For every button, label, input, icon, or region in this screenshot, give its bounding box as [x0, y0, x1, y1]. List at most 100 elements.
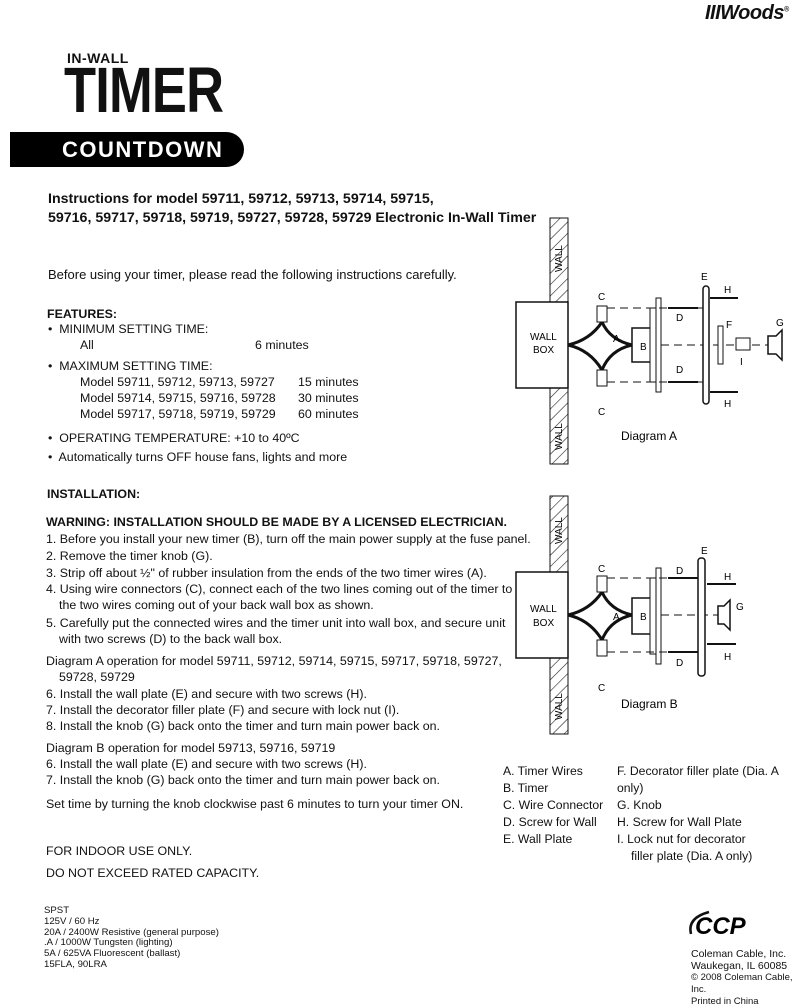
step: 7. Install the decorator filler plate (F…	[46, 703, 400, 717]
wire-connector	[596, 369, 608, 387]
max-row-time: 15 minutes	[298, 375, 359, 389]
legend-left: A. Timer Wires B. Timer C. Wire Connecto…	[503, 763, 603, 848]
ccp-logo-text: CCP	[695, 913, 747, 940]
lock-nut	[735, 337, 751, 351]
diagram-b-operation: Diagram B operation for model 59713, 597…	[46, 741, 336, 755]
knob	[767, 328, 783, 362]
max-row: Model 59711, 59712, 59713, 59727	[80, 375, 275, 389]
max-row-time: 30 minutes	[298, 391, 359, 405]
models-line-2: 59716, 59717, 59718, 59719, 59727, 59728…	[48, 210, 537, 226]
feature-min-all: All	[80, 338, 94, 352]
label-c: C	[598, 407, 605, 418]
wall-box-label: WALL	[530, 332, 557, 343]
max-row-time: 60 minutes	[298, 407, 359, 421]
label-a: A	[613, 334, 620, 345]
woods-logo: IIIWoods®	[705, 2, 789, 24]
legend-item: I. Lock nut for decorator	[617, 832, 746, 846]
coleman-address: Coleman Cable, Inc. Waukegan, IL 60085 ©…	[691, 948, 801, 1008]
step: 5. Carefully put the connected wires and…	[46, 616, 506, 630]
feature-auto: • Automatically turns OFF house fans, li…	[48, 450, 348, 464]
ccp-logo: CCP	[689, 910, 747, 940]
step: 6. Install the wall plate (E) and secure…	[46, 687, 367, 701]
step: 4. Using wire connectors (C), connect ea…	[46, 582, 513, 596]
wall-box-label: BOX	[533, 618, 554, 629]
diagram-b: WALL WALL WALL BOX C C A B D D E H H G D…	[515, 495, 744, 735]
knob	[717, 598, 731, 632]
capacity-text: DO NOT EXCEED RATED CAPACITY.	[46, 866, 260, 880]
models-heading: Instructions for model 59711, 59712, 597…	[48, 190, 536, 228]
legend-item: B. Timer	[503, 781, 549, 795]
step: 6. Install the wall plate (E) and secure…	[46, 757, 367, 771]
countdown-banner: COUNTDOWN	[10, 132, 244, 167]
label-d: D	[676, 313, 683, 324]
timer-wires	[567, 591, 633, 641]
indoor-text: FOR INDOOR USE ONLY.	[46, 844, 193, 858]
step: 7. Install the knob (G) back onto the ti…	[46, 773, 440, 787]
legend-item: G. Knob	[617, 798, 662, 812]
legend-right: F. Decorator filler plate (Dia. A only) …	[617, 763, 801, 865]
legend-item: H. Screw for Wall Plate	[617, 815, 742, 829]
step: 2. Remove the timer knob (G).	[46, 549, 213, 563]
timer-flange	[649, 307, 657, 383]
timer-flange	[649, 577, 657, 655]
wall-label: WALL	[554, 423, 565, 450]
wall-box-label: BOX	[533, 345, 554, 356]
spec-line: 15FLA, 90LRA	[44, 958, 107, 970]
label-f: F	[726, 320, 732, 331]
specs-block: SPST 125V / 60 Hz 20A / 2400W Resistive …	[44, 905, 219, 971]
label-c: C	[598, 292, 605, 303]
legend-item: C. Wire Connector	[503, 798, 604, 812]
timer-title: TIMER	[64, 54, 224, 126]
spec-line: SPST	[44, 905, 70, 916]
filler-plate	[717, 325, 724, 365]
timer-plate	[655, 297, 662, 393]
warning-text: WARNING: INSTALLATION SHOULD BE MADE BY …	[46, 515, 507, 529]
label-e: E	[701, 546, 708, 557]
spec-line: .A / 1000W Tungsten (lighting)	[44, 937, 173, 949]
countdown-label: COUNTDOWN	[62, 137, 224, 162]
label-g: G	[776, 318, 784, 329]
step: 3. Strip off about ½" of rubber insulati…	[46, 566, 487, 580]
wall-plate	[697, 557, 706, 677]
wire-connector	[596, 575, 608, 593]
step: 8. Install the knob (G) back onto the ti…	[46, 719, 440, 733]
wall-label: WALL	[554, 245, 565, 272]
wall-plate	[702, 285, 710, 405]
set-time-text: Set time by turning the knob clockwise p…	[46, 797, 464, 811]
feature-min: • MINIMUM SETTING TIME:	[48, 322, 209, 336]
label-c: C	[598, 683, 605, 694]
legend-item: D. Screw for Wall	[503, 815, 597, 829]
label-h: H	[724, 285, 731, 296]
feature-temp: • OPERATING TEMPERATURE: +10 to 40ºC	[48, 431, 300, 445]
wall-label: WALL	[554, 517, 565, 544]
label-g: G	[736, 602, 744, 613]
feature-max: • MAXIMUM SETTING TIME:	[48, 359, 213, 373]
label-h: H	[724, 572, 731, 583]
diagram-b-caption: Diagram B	[621, 697, 678, 711]
max-row: Model 59714, 59715, 59716, 59728	[80, 391, 276, 405]
coleman-line: Coleman Cable, Inc.	[691, 948, 787, 960]
legend-item: A. Timer Wires	[503, 764, 583, 778]
diagram-a: WALL WALL WALL BOX C C A B D D E H H F I…	[515, 217, 784, 465]
label-e: E	[701, 272, 708, 283]
step: 1. Before you install your new timer (B)…	[46, 532, 531, 546]
legend-item: F. Decorator filler plate (Dia. A only)	[617, 764, 779, 795]
spec-line: 125V / 60 Hz	[44, 915, 100, 927]
label-c: C	[598, 564, 605, 575]
timer-plate	[655, 567, 662, 665]
coleman-line: Waukegan, IL 60085	[691, 960, 788, 972]
wire-connector	[596, 639, 608, 657]
step: the two wires coming out of your back wa…	[59, 598, 374, 612]
wall-box	[515, 571, 569, 659]
spec-line: 20A / 2400W Resistive (general purpose)	[44, 926, 219, 938]
models-line-1: Instructions for model 59711, 59712, 597…	[48, 191, 434, 207]
legend-item: E. Wall Plate	[503, 832, 573, 846]
label-d: D	[676, 365, 683, 376]
label-d: D	[676, 658, 683, 669]
label-i: I	[740, 357, 743, 368]
label-d: D	[676, 566, 683, 577]
installation-heading: INSTALLATION:	[47, 487, 141, 501]
diagram-a-operation-2: 59728, 59729	[59, 670, 135, 684]
feature-min-value: 6 minutes	[255, 338, 309, 352]
label-b: B	[640, 612, 647, 623]
